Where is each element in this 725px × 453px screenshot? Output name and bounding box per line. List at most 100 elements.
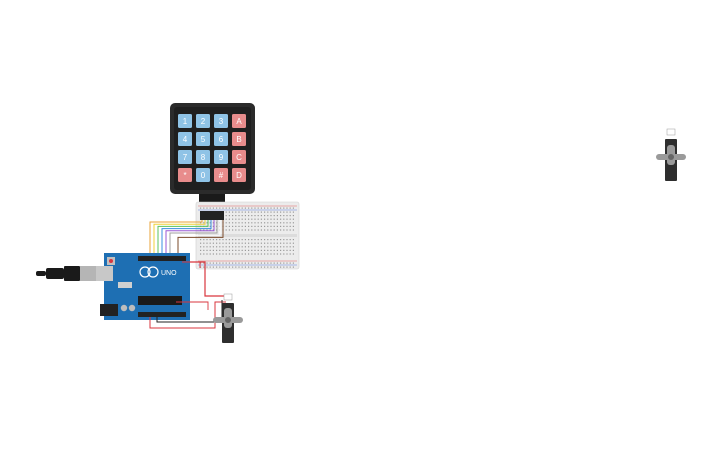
breadboard-hole xyxy=(280,218,282,220)
analog-header xyxy=(138,312,186,317)
keypad-key[interactable]: 8 xyxy=(196,150,210,164)
servo-motor-1[interactable] xyxy=(213,293,243,343)
keypad-key-cap xyxy=(214,132,228,146)
breadboard-hole xyxy=(292,229,294,231)
breadboard-hole xyxy=(209,222,211,224)
keypad-key-cap xyxy=(178,150,192,164)
breadboard-hole xyxy=(254,262,256,264)
breadboard-hole xyxy=(260,225,262,227)
breadboard-hole xyxy=(251,215,253,217)
breadboard-hole xyxy=(232,239,234,241)
breadboard-hole xyxy=(248,253,250,255)
breadboard-hole xyxy=(254,211,256,213)
breadboard-hole xyxy=(225,225,227,227)
keypad-key[interactable]: A xyxy=(232,114,246,128)
breadboard-hole xyxy=(292,215,294,217)
breadboard-hole xyxy=(244,211,246,213)
breadboard-hole xyxy=(238,211,240,213)
breadboard-hole xyxy=(283,246,285,248)
breadboard-hole xyxy=(212,249,214,251)
breadboard-hole xyxy=(280,239,282,241)
breadboard-hole xyxy=(216,207,218,209)
breadboard-hole xyxy=(228,242,230,244)
breadboard-hole xyxy=(267,239,269,241)
breadboard-hole xyxy=(209,229,211,231)
keypad-key[interactable]: 0 xyxy=(196,168,210,182)
breadboard-hole xyxy=(209,253,211,255)
breadboard-hole xyxy=(219,242,221,244)
keypad-key[interactable]: 9 xyxy=(214,150,228,164)
keypad-key[interactable]: 4 xyxy=(178,132,192,146)
breadboard-hole xyxy=(235,222,237,224)
breadboard-hole xyxy=(241,225,243,227)
breadboard-hole xyxy=(241,222,243,224)
breadboard-hole xyxy=(248,239,250,241)
breadboard-hole xyxy=(267,207,269,209)
breadboard-hole xyxy=(276,266,278,268)
breadboard-hole xyxy=(267,218,269,220)
breadboard-hole xyxy=(254,222,256,224)
breadboard-hole xyxy=(251,246,253,248)
breadboard-hole xyxy=(228,222,230,224)
keypad-key[interactable]: # xyxy=(214,168,228,182)
breadboard-hole xyxy=(283,253,285,255)
breadboard-hole xyxy=(289,229,291,231)
keypad-key[interactable]: B xyxy=(232,132,246,146)
breadboard-hole xyxy=(292,242,294,244)
breadboard-hole xyxy=(270,211,272,213)
keypad-key[interactable]: 2 xyxy=(196,114,210,128)
breadboard-hole xyxy=(235,218,237,220)
breadboard-hole xyxy=(219,266,221,268)
breadboard-hole xyxy=(270,222,272,224)
breadboard-hole xyxy=(209,246,211,248)
breadboard-hole xyxy=(238,246,240,248)
breadboard-hole xyxy=(248,225,250,227)
keypad-key[interactable]: 3 xyxy=(214,114,228,128)
keypad-key[interactable]: * xyxy=(178,168,192,182)
usb-plug xyxy=(64,266,80,281)
keypad-key-label: B xyxy=(236,135,241,144)
breadboard-hole xyxy=(286,266,288,268)
keypad-key[interactable]: 6 xyxy=(214,132,228,146)
breadboard-hole xyxy=(219,207,221,209)
breadboard-hole xyxy=(232,215,234,217)
keypad-key[interactable]: D xyxy=(232,168,246,182)
breadboard-hole xyxy=(276,229,278,231)
breadboard-hole xyxy=(257,262,259,264)
breadboard-hole xyxy=(257,211,259,213)
breadboard-hole xyxy=(200,229,202,231)
breadboard-hole xyxy=(270,262,272,264)
keypad-key[interactable]: 1 xyxy=(178,114,192,128)
servo-motor-2[interactable] xyxy=(656,128,686,181)
breadboard-hole xyxy=(254,242,256,244)
keypad-key[interactable]: C xyxy=(232,150,246,164)
breadboard-hole xyxy=(283,207,285,209)
arduino-uno[interactable]: UNO xyxy=(36,253,190,320)
breadboard-hole xyxy=(280,222,282,224)
keypad-key-label: 7 xyxy=(183,153,188,162)
breadboard-hole xyxy=(241,242,243,244)
breadboard-hole xyxy=(225,246,227,248)
atmega-chip xyxy=(138,296,182,305)
breadboard-hole xyxy=(225,239,227,241)
breadboard-hole xyxy=(254,266,256,268)
breadboard-hole xyxy=(209,225,211,227)
keypad-key[interactable]: 5 xyxy=(196,132,210,146)
breadboard-hole xyxy=(267,242,269,244)
breadboard-hole xyxy=(273,249,275,251)
breadboard-hole xyxy=(276,249,278,251)
breadboard-hole xyxy=(241,253,243,255)
keypad-key[interactable]: 7 xyxy=(178,150,192,164)
breadboard-hole xyxy=(235,225,237,227)
breadboard-hole xyxy=(232,253,234,255)
breadboard-hole xyxy=(241,266,243,268)
breadboard-hole xyxy=(270,242,272,244)
breadboard-hole xyxy=(260,207,262,209)
breadboard-hole xyxy=(260,239,262,241)
breadboard-hole xyxy=(228,229,230,231)
breadboard-hole xyxy=(280,253,282,255)
breadboard-hole xyxy=(228,218,230,220)
